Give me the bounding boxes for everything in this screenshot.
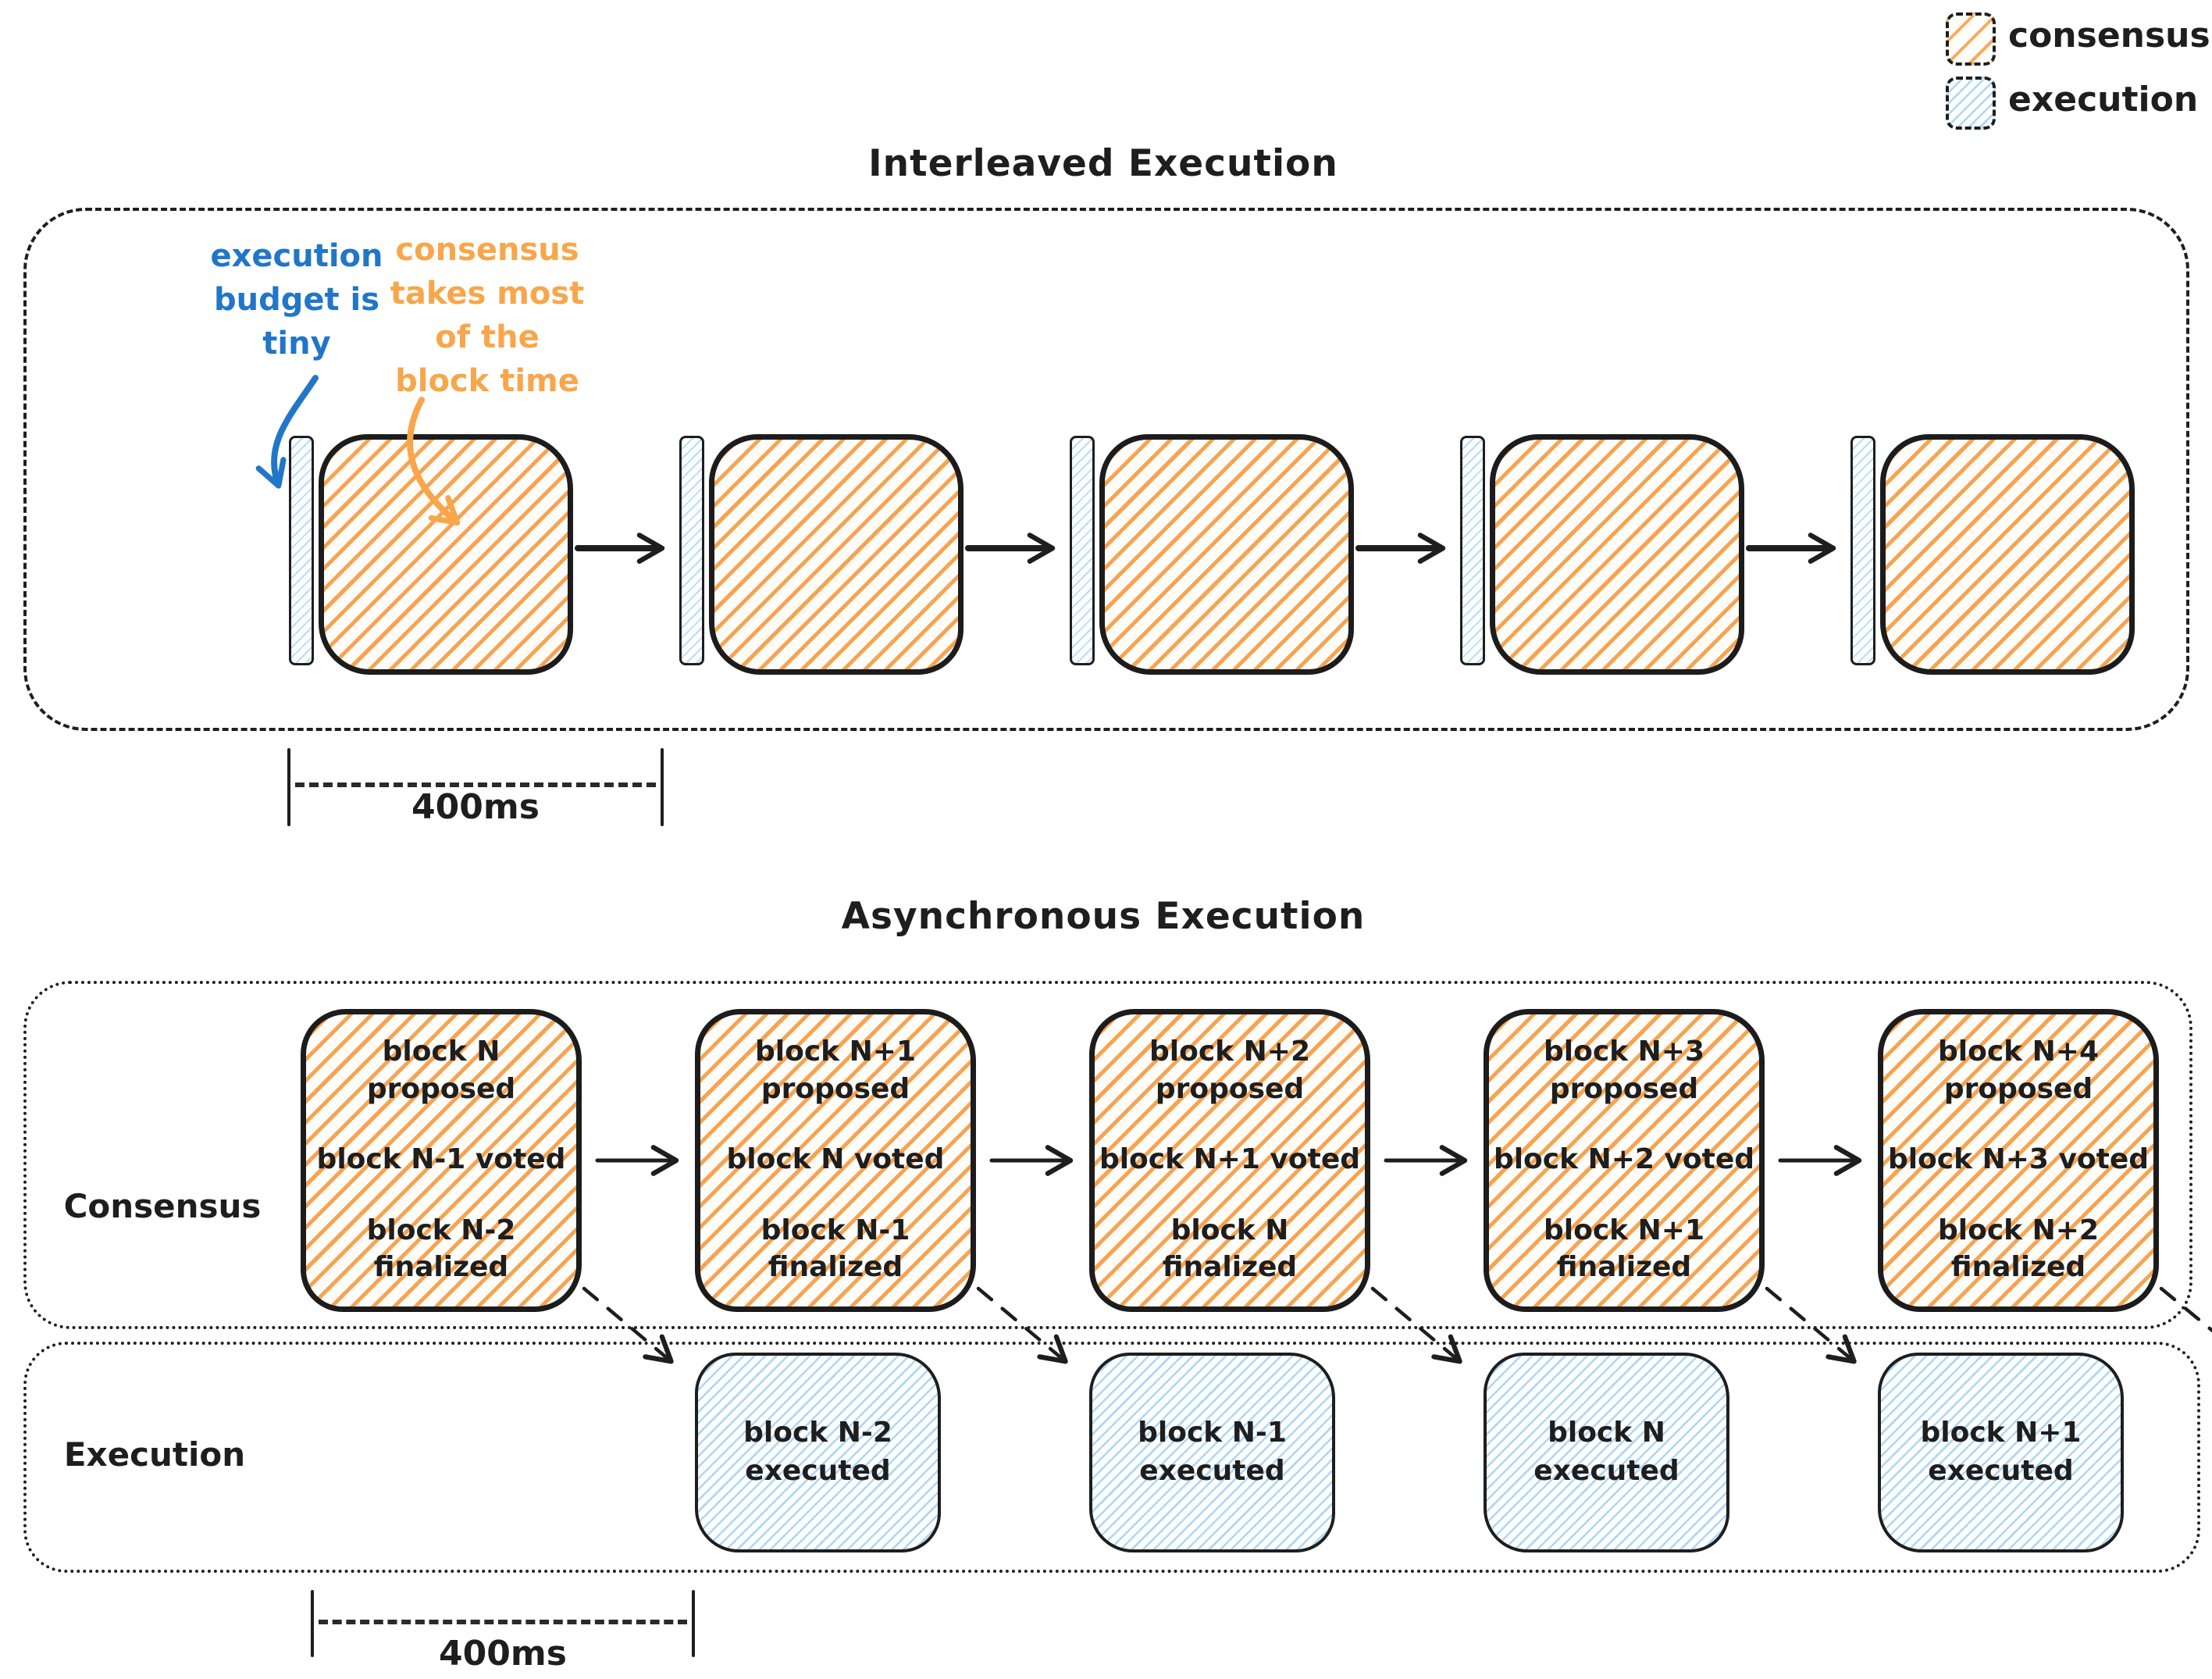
- execution-slice-bar: [289, 436, 314, 665]
- consensus-block: block N+2 proposed block N+1 voted block…: [1089, 1009, 1370, 1312]
- block-executed-text: block N executed: [1533, 1417, 1679, 1487]
- block-executed-text: block N-1 executed: [1138, 1417, 1287, 1487]
- block-proposed-text: block N+2 proposed: [1149, 1036, 1310, 1105]
- consensus-block: block N proposed block N-1 voted block N…: [301, 1009, 582, 1312]
- block-finalized-text: block N-1 finalized: [760, 1214, 910, 1284]
- block-proposed-text: block N+4 proposed: [1938, 1036, 2099, 1105]
- block-proposed-text: block N+3 proposed: [1544, 1036, 1704, 1105]
- block-finalized-text: block N+1 finalized: [1544, 1214, 1704, 1284]
- execution-slice-bar: [1070, 436, 1095, 665]
- consensus-swatch-icon: [1946, 12, 1996, 66]
- consensus-slice-block: [1880, 434, 2135, 675]
- block-voted-text: block N+1 voted: [1099, 1143, 1361, 1176]
- consensus-slice-block: [1099, 434, 1354, 675]
- annotation-execution-budget: execution budget is tiny: [210, 238, 383, 362]
- execution-block: block N-2 executed: [695, 1353, 941, 1552]
- asynchronous-title: Asynchronous Execution: [841, 895, 1366, 938]
- block-finalized-text: block N finalized: [1162, 1214, 1298, 1284]
- legend-consensus-label: consensus: [2008, 16, 2210, 55]
- timescale-ruler: [287, 748, 664, 826]
- ruler-dashed-line: [295, 782, 656, 787]
- block-finalized-text: block N-2 finalized: [366, 1214, 516, 1284]
- block-voted-text: block N+3 voted: [1887, 1143, 2150, 1176]
- consensus-slice-block: [709, 434, 964, 675]
- block-executed-text: block N+1 executed: [1920, 1417, 2082, 1487]
- block-voted-text: block N voted: [726, 1143, 945, 1176]
- execution-slice-bar: [1850, 436, 1875, 665]
- block-proposed-text: block N+1 proposed: [755, 1036, 916, 1105]
- execution-block: block N+1 executed: [1878, 1353, 2124, 1552]
- ruler-tick: [692, 1590, 695, 1657]
- ruler-tick: [287, 748, 290, 826]
- legend-execution-label: execution: [2008, 80, 2199, 119]
- timescale-label: 400ms: [411, 787, 540, 827]
- consensus-block: block N+4 proposed block N+3 voted block…: [1878, 1009, 2159, 1312]
- execution-block: block N-1 executed: [1089, 1353, 1335, 1552]
- ruler-tick: [661, 748, 664, 826]
- annotation-consensus-time: consensus takes most of the block time: [390, 232, 585, 399]
- interleaved-title: Interleaved Execution: [868, 142, 1338, 185]
- ruler-dashed-line: [319, 1620, 687, 1624]
- timescale-ruler: [311, 1590, 695, 1657]
- block-executed-text: block N-2 executed: [743, 1417, 892, 1487]
- block-voted-text: block N+2 voted: [1493, 1143, 1755, 1176]
- consensus-row-container: [23, 981, 2192, 1329]
- execution-row-container: [23, 1342, 2200, 1573]
- block-voted-text: block N-1 voted: [316, 1143, 566, 1176]
- consensus-row-label: Consensus: [63, 1187, 262, 1225]
- consensus-slice-block: [1490, 434, 1744, 675]
- execution-block: block N executed: [1484, 1353, 1729, 1552]
- consensus-slice-block: [319, 434, 573, 675]
- consensus-block: block N+3 proposed block N+2 voted block…: [1484, 1009, 1765, 1312]
- interleaved-container: [23, 208, 2189, 731]
- block-proposed-text: block N proposed: [366, 1036, 516, 1105]
- timescale-label: 400ms: [439, 1634, 567, 1674]
- execution-slice-bar: [679, 436, 704, 665]
- block-finalized-text: block N+2 finalized: [1938, 1214, 2099, 1284]
- consensus-block: block N+1 proposed block N voted block N…: [695, 1009, 976, 1312]
- execution-swatch-icon: [1946, 77, 1996, 130]
- execution-slice-bar: [1460, 436, 1485, 665]
- ruler-tick: [311, 1590, 314, 1657]
- execution-row-label: Execution: [63, 1435, 246, 1474]
